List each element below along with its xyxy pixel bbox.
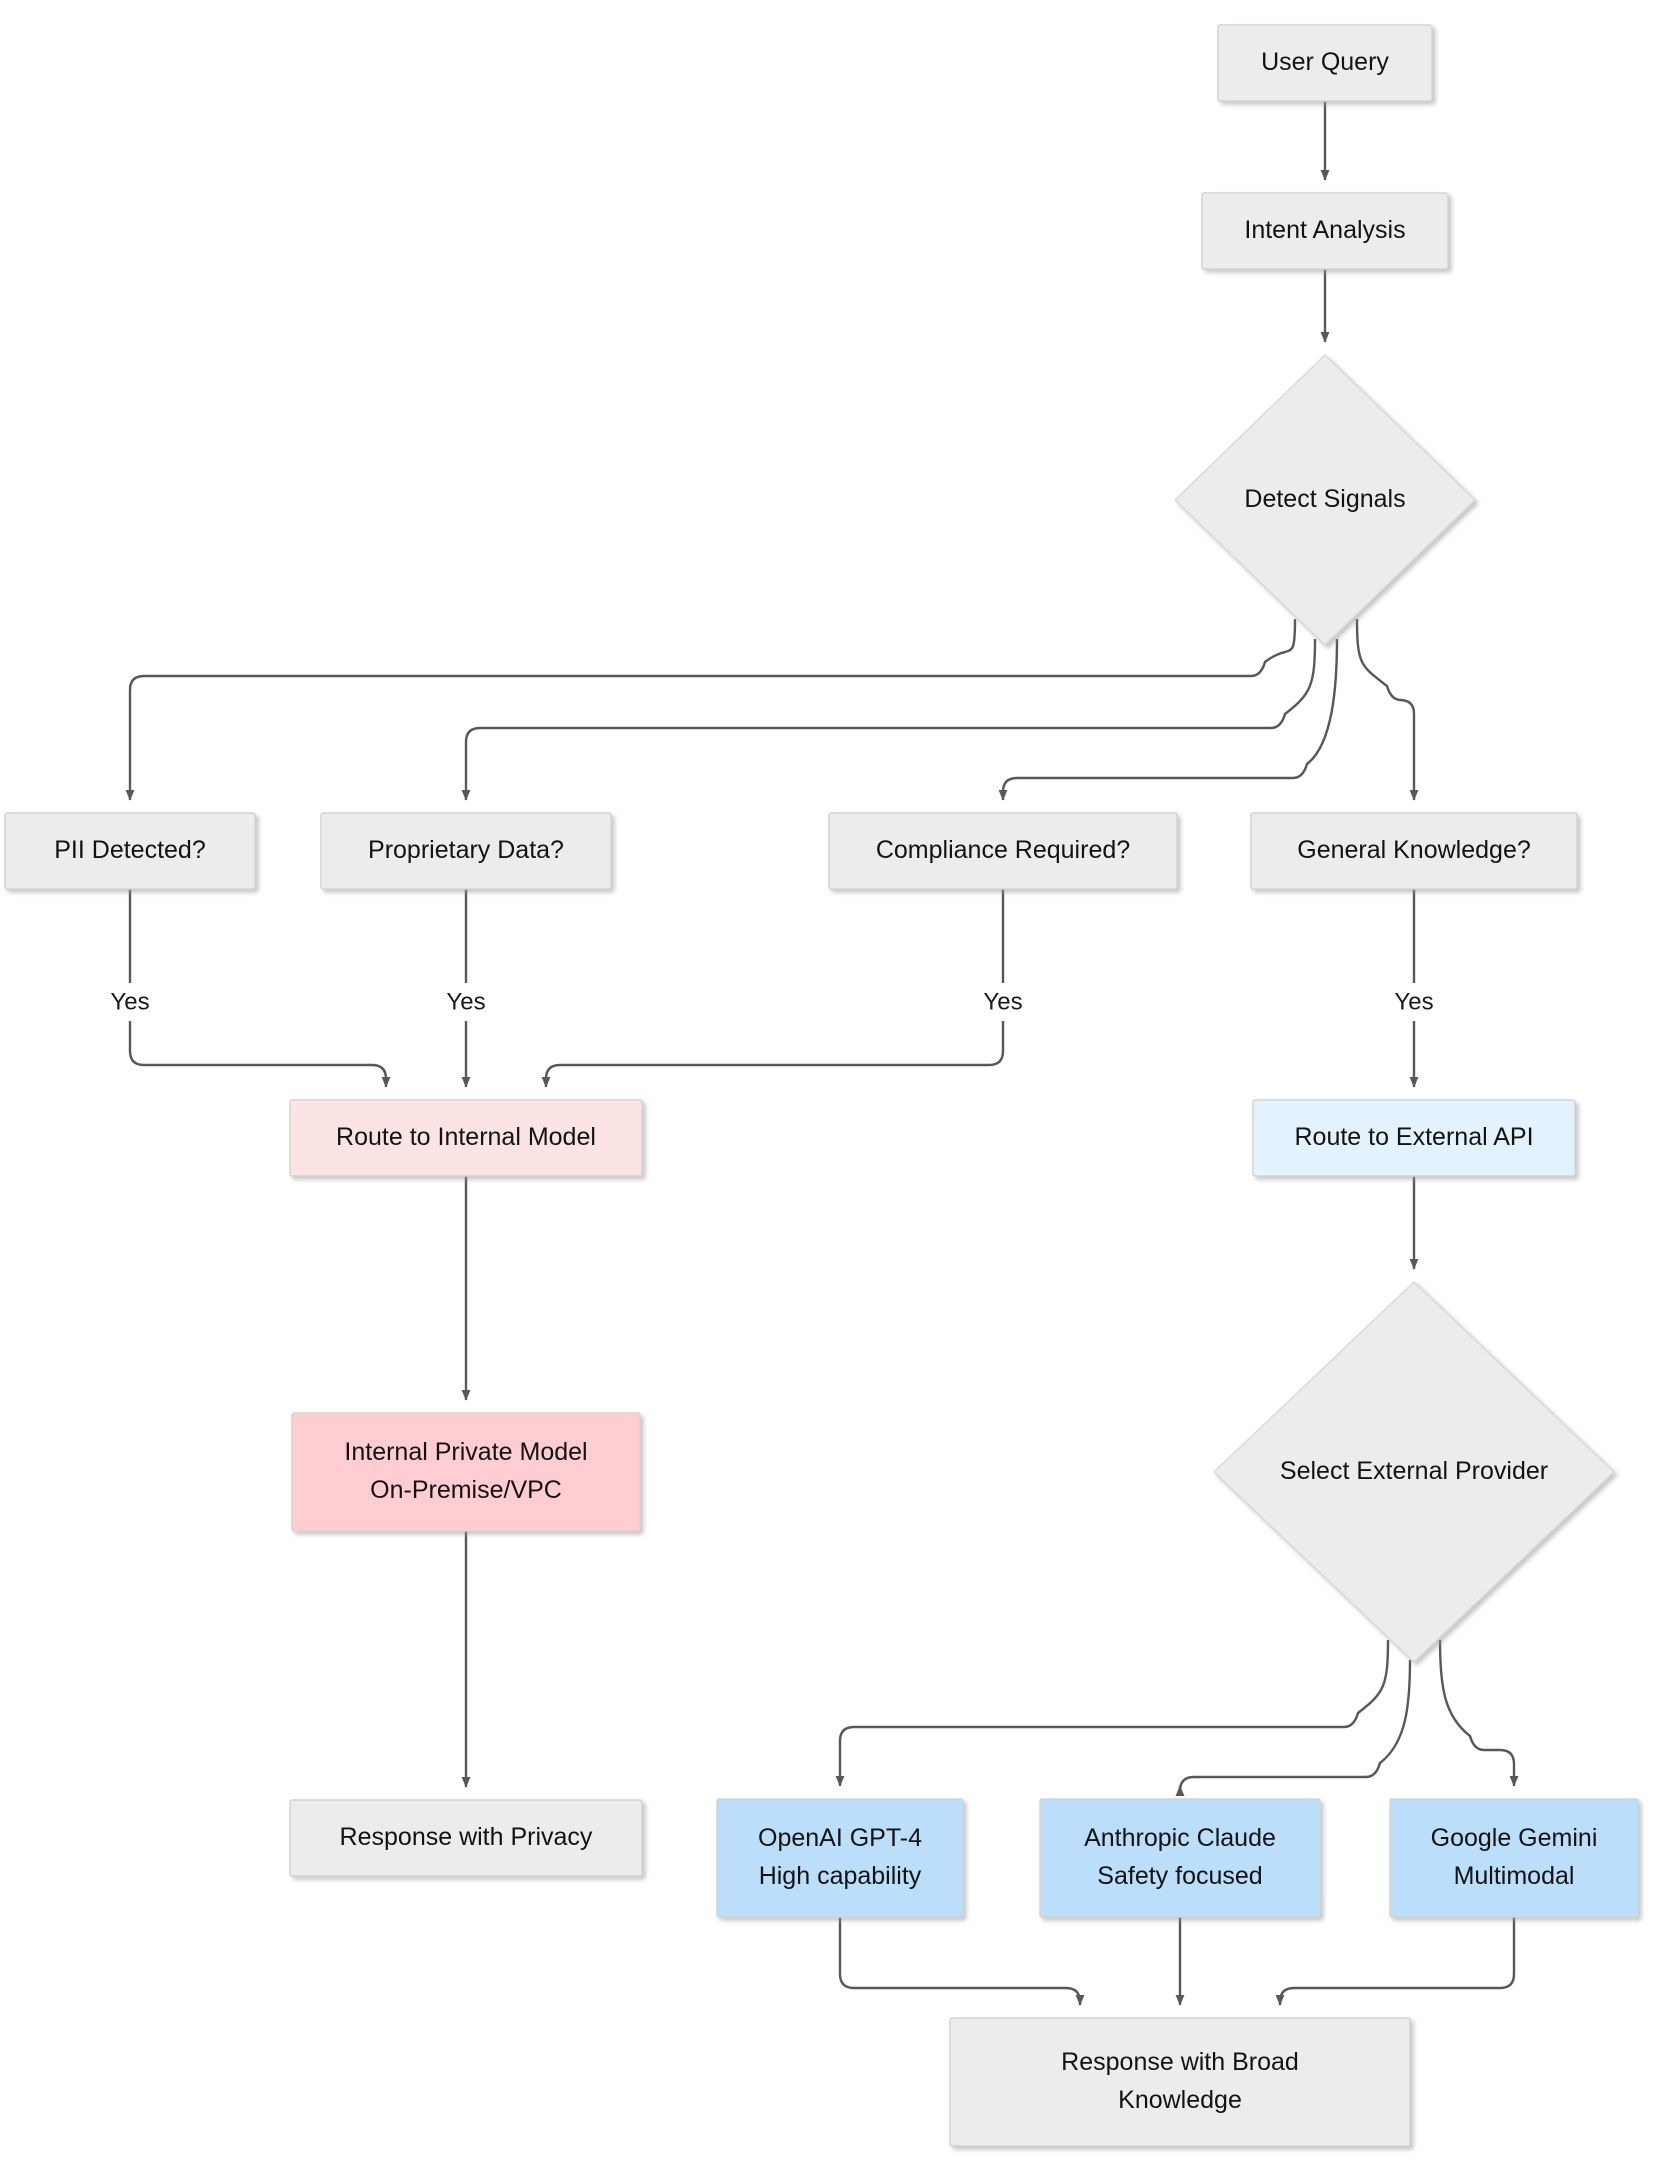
- node-label-route_internal: Route to Internal Model: [336, 1123, 596, 1151]
- edge-label-backdrop: [436, 983, 496, 1021]
- node-label-general: General Knowledge?: [1297, 836, 1531, 864]
- node-shape-rect: [1389, 1798, 1639, 1918]
- edge-detect-to-general: [1355, 618, 1419, 801]
- node-shape-rect: [949, 2017, 1411, 2147]
- edge-label-yes_general: Yes: [1384, 983, 1444, 1021]
- node-shape-diamond: [1212, 1281, 1616, 1663]
- edge-label-text: Yes: [446, 988, 485, 1015]
- edge-label-text: Yes: [983, 988, 1022, 1015]
- edge-openai-to-response-broad: [838, 1917, 1085, 2006]
- edge-detect-to-pii: [125, 618, 1297, 801]
- edge-label-text: Yes: [1394, 988, 1433, 1015]
- edge-detect-to-compliance: [998, 638, 1339, 801]
- node-label-route_external: Route to External API: [1294, 1123, 1533, 1151]
- node-label-select_provider: Select External Provider: [1280, 1457, 1548, 1485]
- node-label-response_privacy: Response with Privacy: [340, 1823, 593, 1851]
- edge-compliance-to-route-internal: [541, 889, 1005, 1088]
- edge-labels-layer: Yes Yes Yes Yes: [100, 983, 1444, 1021]
- node-detect_signals[interactable]: Detect Signals: [1173, 354, 1477, 646]
- node-response_privacy[interactable]: Response with Privacy: [289, 1799, 643, 1877]
- node-shape-rect: [1039, 1798, 1321, 1918]
- node-user_query[interactable]: User Query: [1217, 24, 1433, 102]
- node-label-detect_signals: Detect Signals: [1244, 485, 1405, 513]
- node-shape-rect: [291, 1412, 641, 1532]
- edge-pii-to-route-internal: [128, 889, 391, 1088]
- edge-select-to-openai: [835, 1639, 1390, 1787]
- node-label-intent_analysis: Intent Analysis: [1244, 216, 1405, 244]
- edge-label-backdrop: [973, 983, 1033, 1021]
- node-shape-rect: [716, 1798, 964, 1918]
- node-shape-rect: [1252, 1099, 1576, 1177]
- edge-gemini-to-response-broad: [1275, 1917, 1516, 2006]
- node-proprietary[interactable]: Proprietary Data?: [320, 812, 612, 890]
- node-select_provider[interactable]: Select External Provider: [1212, 1281, 1616, 1663]
- node-shape-rect: [828, 812, 1178, 890]
- node-route_external[interactable]: Route to External API: [1252, 1099, 1576, 1177]
- node-label-compliance: Compliance Required?: [876, 836, 1130, 864]
- edge-select-to-anthropic: [1175, 1659, 1412, 1797]
- node-shape-rect: [320, 812, 612, 890]
- node-shape-rect: [1201, 192, 1449, 270]
- node-general[interactable]: General Knowledge?: [1250, 812, 1578, 890]
- edge-select-to-gemini: [1438, 1639, 1519, 1787]
- node-shape-rect: [1250, 812, 1578, 890]
- edge-detect-to-proprietary: [461, 638, 1317, 801]
- edge-label-yes_compliance: Yes: [973, 983, 1033, 1021]
- edge-label-backdrop: [100, 983, 160, 1021]
- node-pii[interactable]: PII Detected?: [4, 812, 256, 890]
- node-compliance[interactable]: Compliance Required?: [828, 812, 1178, 890]
- node-route_internal[interactable]: Route to Internal Model: [289, 1099, 643, 1177]
- node-intent_analysis[interactable]: Intent Analysis: [1201, 192, 1449, 270]
- node-shape-rect: [289, 1099, 643, 1177]
- node-shape-rect: [1217, 24, 1433, 102]
- node-shape-diamond: [1173, 354, 1477, 646]
- edges-layer: [125, 101, 1519, 2006]
- edge-label-text: Yes: [110, 988, 149, 1015]
- node-label-pii: PII Detected?: [54, 836, 205, 864]
- node-label-proprietary: Proprietary Data?: [368, 836, 564, 864]
- edge-label-yes_pii: Yes: [100, 983, 160, 1021]
- node-shape-rect: [4, 812, 256, 890]
- edge-label-backdrop: [1384, 983, 1444, 1021]
- edge-label-yes_proprietary: Yes: [436, 983, 496, 1021]
- node-shape-rect: [289, 1799, 643, 1877]
- node-label-user_query: User Query: [1261, 48, 1389, 76]
